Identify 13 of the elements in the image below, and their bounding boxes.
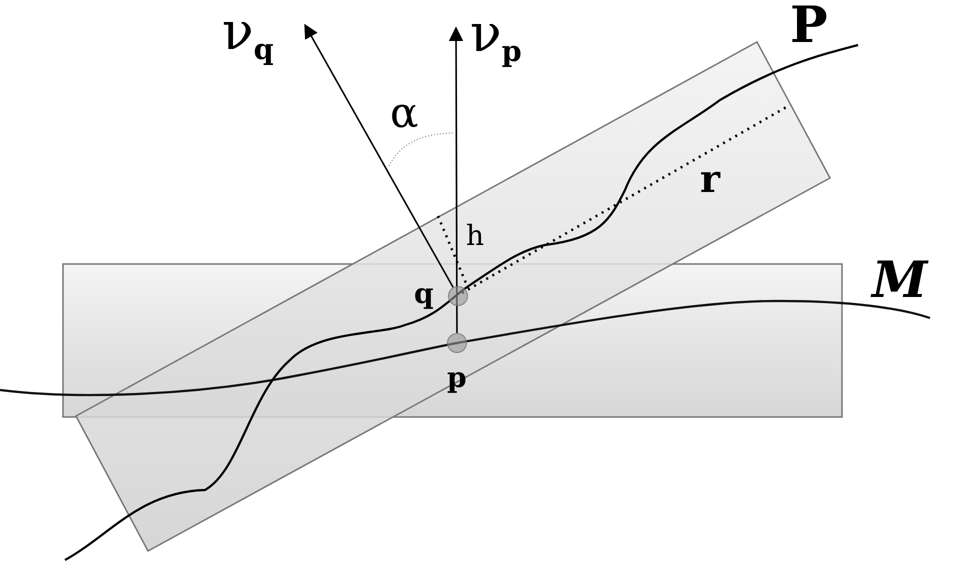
curve-label: P [790,0,828,50]
vector-label: ν$_{q}$ [222,6,274,64]
line-label: r [700,160,720,198]
distance-label: h [466,222,484,250]
arrow [448,26,464,333]
point-label: q [414,280,434,308]
vector-label: ν$_{p}$ [470,8,522,66]
curve-label: M [872,255,928,305]
point-marker [447,333,467,353]
point-label: p [447,364,467,392]
point-marker [448,286,468,306]
arrow [304,24,454,288]
angle-label: α [390,92,418,134]
